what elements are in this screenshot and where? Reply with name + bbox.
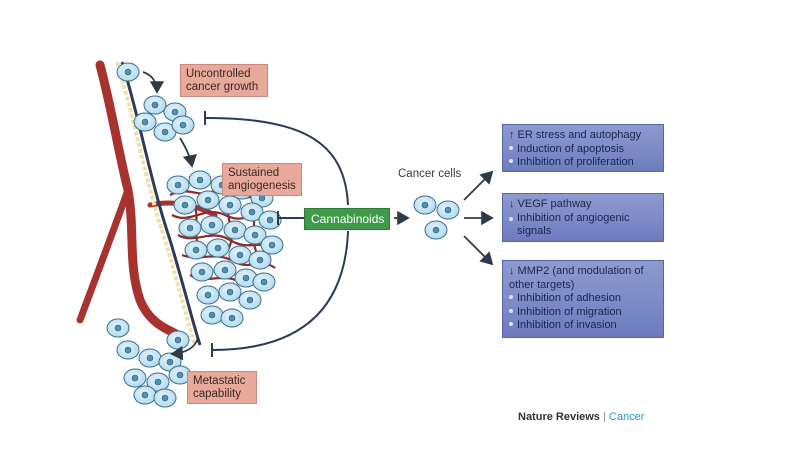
cell-nucleus-icon — [231, 226, 239, 234]
panel-heading: ↓ MMP2 (and modulation of other targets) — [509, 265, 644, 291]
cell-nucleus-icon — [151, 101, 159, 109]
cell-nucleus-icon — [268, 241, 276, 249]
cell-nucleus-icon — [141, 118, 149, 126]
cell-nucleus-icon — [179, 121, 187, 129]
panel-er-stress: ↑ ER stress and autophagy Induction of a… — [502, 124, 664, 172]
bullet-icon — [509, 308, 513, 313]
cell-nucleus-icon — [226, 288, 234, 296]
cell-nucleus-icon — [174, 181, 182, 189]
arrow-icon — [463, 170, 494, 201]
label-sustained-angiogenesis: Sustained angiogenesis — [222, 163, 302, 196]
label-line: capability — [193, 388, 241, 400]
cell-nucleus-icon — [161, 394, 169, 402]
label-line: angiogenesis — [228, 180, 296, 192]
cannabinoids-label: Cannabinoids — [304, 208, 390, 230]
bullet-icon — [509, 216, 513, 221]
bullet-icon — [509, 145, 513, 150]
panel-item: Inhibition of proliferation — [517, 156, 634, 168]
cell-nucleus-icon — [181, 201, 189, 209]
cell-nucleus-icon — [242, 274, 250, 282]
cell-nucleus-icon — [124, 68, 132, 76]
cell-nucleus-icon — [228, 314, 236, 322]
cell-nucleus-icon — [432, 226, 440, 234]
cell-nucleus-icon — [196, 176, 204, 184]
cell-nucleus-icon — [154, 378, 162, 386]
panel-mmp2: ↓ MMP2 (and modulation of other targets)… — [502, 260, 664, 338]
label-line: Metastatic — [193, 375, 246, 387]
cell-nucleus-icon — [161, 128, 169, 136]
journal-credit: Nature Reviews | Cancer — [518, 411, 644, 423]
panel-item: Inhibition of adhesion — [517, 292, 621, 304]
cell-nucleus-icon — [260, 278, 268, 286]
journal-section: Cancer — [608, 411, 645, 423]
panel-item: Induction of apoptosis — [517, 142, 625, 155]
cell-nucleus-icon — [192, 246, 200, 254]
cell-nucleus-icon — [246, 296, 254, 304]
panel-heading: ↑ ER stress and autophagy — [509, 129, 642, 141]
cell-nucleus-icon — [176, 371, 184, 379]
cell-nucleus-icon — [146, 354, 154, 362]
arrow-icon — [179, 137, 197, 168]
cell-nucleus-icon — [221, 266, 229, 274]
cell-nucleus-icon — [141, 391, 149, 399]
flow-arrows — [142, 71, 494, 361]
arrow-icon — [142, 71, 165, 94]
cell-nucleus-icon — [204, 291, 212, 299]
label-uncontrolled-growth: Uncontrolled cancer growth — [180, 64, 268, 97]
cell-nucleus-icon — [444, 206, 452, 214]
cell-nucleus-icon — [166, 358, 174, 366]
inhibition-lines — [204, 111, 349, 357]
panel-vegf: ↓ VEGF pathway Inhibition of angiogenic … — [502, 193, 664, 242]
panel-heading: ↓ VEGF pathway — [509, 198, 592, 210]
bullet-icon — [509, 322, 513, 327]
cell-nucleus-icon — [208, 311, 216, 319]
cell-nucleus-icon — [236, 251, 244, 259]
cell-nucleus-icon — [198, 268, 206, 276]
cell-nucleus-icon — [114, 324, 122, 332]
cell-nucleus-icon — [251, 231, 259, 239]
arrow-icon — [463, 235, 494, 266]
label-line: Sustained — [228, 167, 280, 179]
cell-nucleus-icon — [214, 244, 222, 252]
bullet-icon — [509, 295, 513, 300]
cell-nucleus-icon — [204, 196, 212, 204]
cell-nucleus-icon — [266, 216, 274, 224]
cell-cluster-icon — [106, 62, 460, 408]
cell-nucleus-icon — [226, 201, 234, 209]
credit-separator: | — [603, 411, 606, 423]
panel-item: Inhibition of angiogenic signals — [517, 211, 630, 238]
cell-nucleus-icon — [124, 346, 132, 354]
arrow-icon — [170, 337, 199, 361]
cell-nucleus-icon — [171, 108, 179, 116]
journal-name: Nature Reviews — [518, 411, 600, 423]
panel-item: Inhibition of invasion — [517, 319, 617, 331]
cell-nucleus-icon — [421, 201, 429, 209]
cell-nucleus-icon — [248, 208, 256, 216]
cell-nucleus-icon — [208, 221, 216, 229]
tissue-boundary — [115, 61, 202, 346]
cancer-cells-label: Cancer cells — [398, 168, 462, 180]
cell-nucleus-icon — [131, 374, 139, 382]
label-line: cancer growth — [186, 81, 259, 93]
cell-nucleus-icon — [186, 224, 194, 232]
bullet-icon — [509, 159, 513, 164]
panel-item: Inhibition of migration — [517, 305, 622, 318]
cell-nucleus-icon — [174, 336, 182, 344]
label-metastatic-capability: Metastatic capability — [187, 371, 257, 404]
label-line: Uncontrolled — [186, 68, 251, 80]
cell-nucleus-icon — [256, 256, 264, 264]
